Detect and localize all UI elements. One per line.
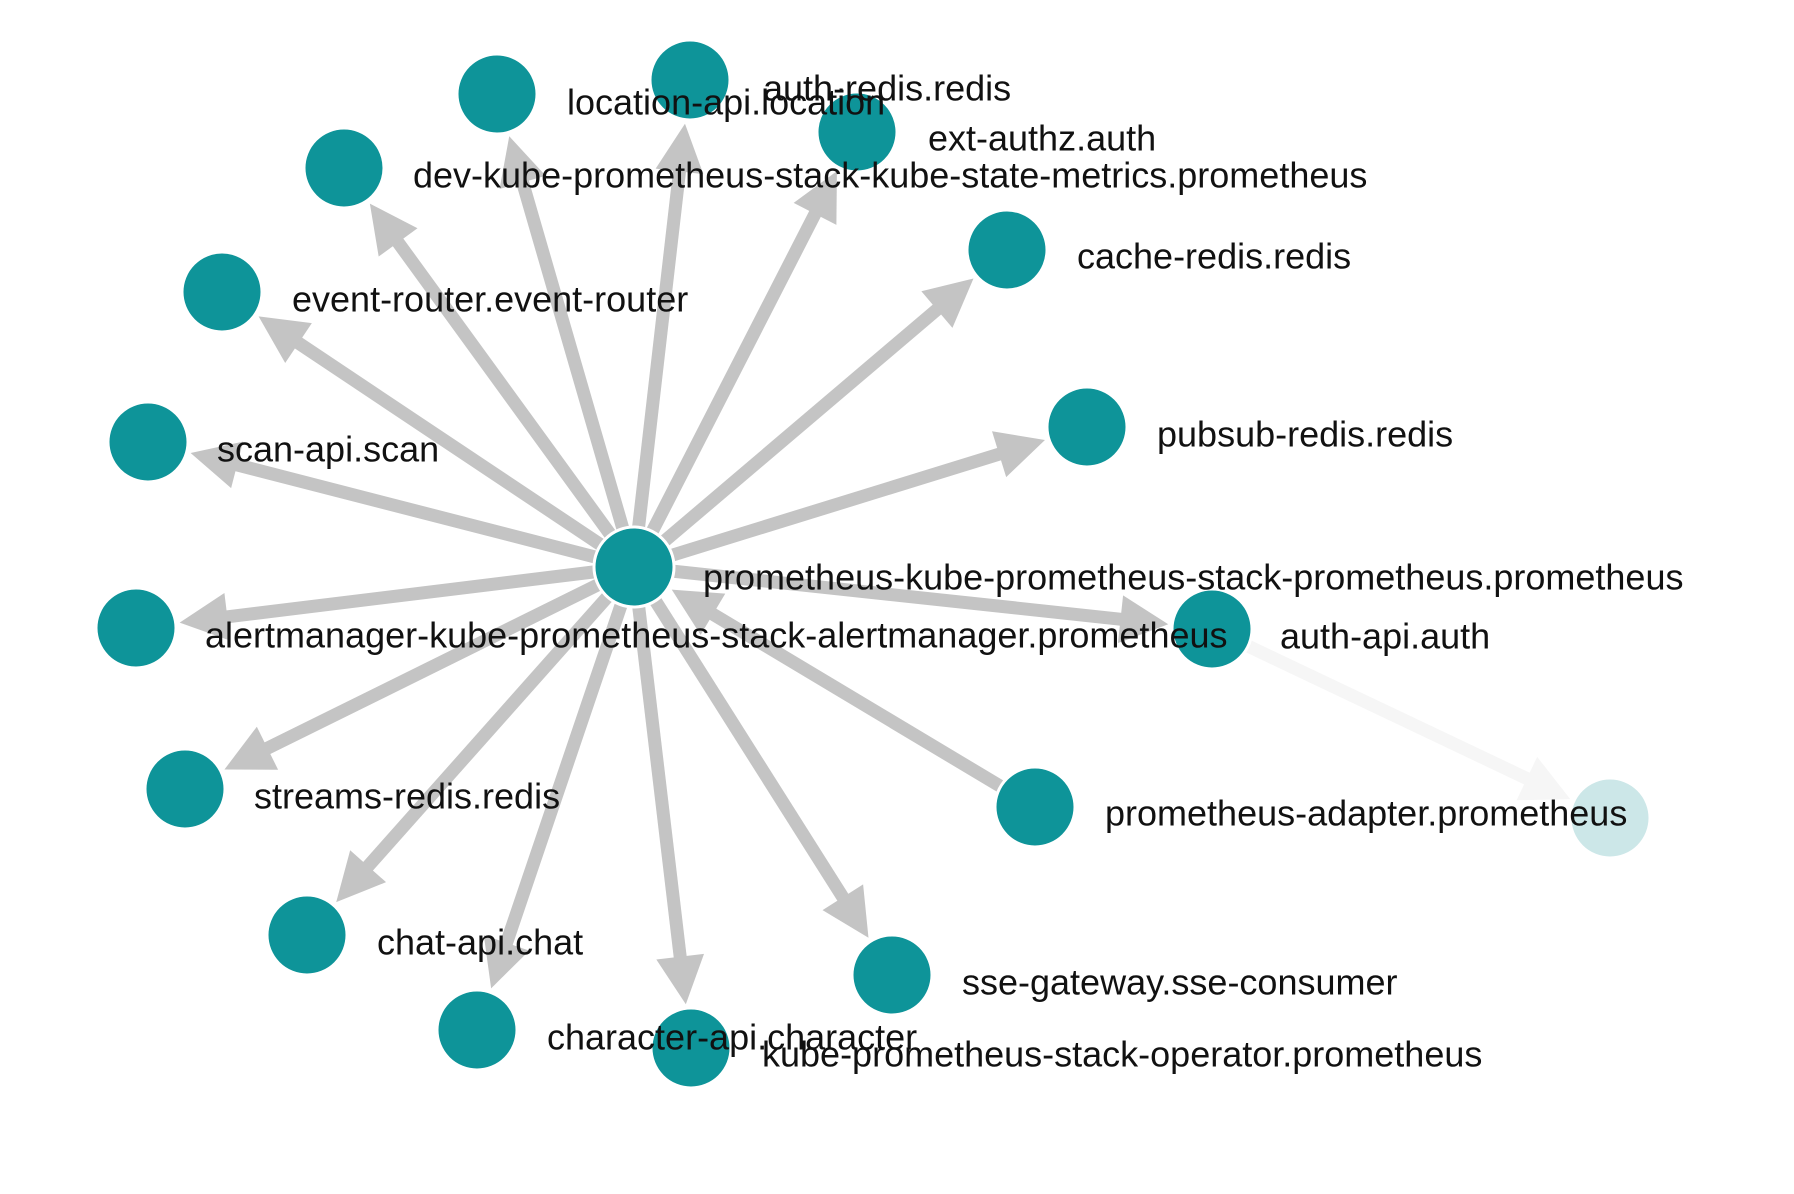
edge-line — [632, 168, 687, 529]
node-label-event-router: event-router.event-router — [292, 279, 688, 320]
node-location-api[interactable] — [455, 52, 539, 136]
edge-line — [361, 592, 613, 873]
node-ext-authz[interactable] — [815, 90, 899, 174]
node-label-chat-api: chat-api.chat — [377, 922, 583, 963]
node-scan-api[interactable] — [106, 400, 190, 484]
edge-line — [660, 303, 943, 547]
node-event-router[interactable] — [180, 250, 264, 334]
edge-line — [262, 578, 602, 755]
edge-hub-to-scan-api — [190, 441, 597, 564]
labels-layer: prometheus-kube-prometheus-stack-prometh… — [205, 68, 1683, 1075]
edge-hub-to-alertmanager — [179, 565, 596, 641]
edge-arrowhead — [655, 123, 704, 175]
node-chat-api[interactable] — [265, 893, 349, 977]
edge-hub-to-auth-redis — [632, 123, 704, 529]
node-label-auth-api: auth-api.auth — [1280, 616, 1490, 657]
edge-hub-to-chat-api — [336, 592, 613, 903]
edge-line — [233, 458, 597, 564]
edge-auth-api-to-prometheus-adapter-target — [1245, 640, 1571, 801]
edge-line — [293, 336, 605, 551]
edge-arrowhead — [1117, 595, 1169, 644]
nodes-layer — [94, 38, 1652, 1090]
edge-line — [649, 597, 850, 903]
node-auth-api[interactable] — [1170, 587, 1254, 671]
edge-hub-to-ext-authz — [646, 171, 837, 535]
edge-line — [707, 607, 1005, 793]
edge-arrowhead — [921, 278, 974, 328]
edge-hub-to-location-api — [499, 136, 630, 531]
node-sse-gateway[interactable] — [850, 933, 934, 1017]
edge-hub-to-auth-api — [673, 564, 1169, 644]
edge-arrowhead — [1516, 756, 1571, 801]
edge-arrowhead — [190, 441, 244, 489]
edge-line — [515, 178, 630, 531]
edge-prometheus-adapter-to-hub — [671, 589, 1005, 793]
edge-arrowhead — [499, 136, 546, 190]
edge-arrowhead — [656, 953, 705, 1005]
node-label-auth-redis: auth-redis.redis — [763, 68, 1011, 109]
node-label-sse-gateway: sse-gateway.sse-consumer — [962, 962, 1398, 1003]
node-label-operator: kube-prometheus-stack-operator.prometheu… — [762, 1034, 1482, 1075]
edge-arrowhead — [822, 884, 869, 938]
edge-arrowhead — [671, 589, 726, 635]
edge-hub-to-event-router — [258, 316, 605, 551]
edges-layer — [179, 123, 1571, 1005]
node-label-kube-state-metrics: dev-kube-prometheus-stack-kube-state-met… — [413, 155, 1367, 196]
edge-arrowhead — [336, 850, 387, 903]
edge-line — [632, 605, 687, 960]
node-label-alertmanager: alertmanager-kube-prometheus-stack-alert… — [205, 615, 1228, 656]
edge-hub-to-cache-redis — [660, 278, 974, 547]
node-label-ext-authz: ext-authz.auth — [928, 118, 1156, 159]
node-label-prometheus-adapter: prometheus-adapter.prometheus — [1105, 793, 1627, 834]
edge-arrowhead — [992, 431, 1045, 478]
node-prometheus-adapter-target[interactable] — [1568, 776, 1652, 860]
edge-arrowhead — [258, 316, 312, 364]
node-operator[interactable] — [649, 1006, 733, 1090]
edge-arrowhead — [793, 171, 837, 225]
node-alertmanager[interactable] — [94, 586, 178, 670]
edge-hub-to-pubsub-redis — [670, 431, 1045, 562]
edge-line — [646, 209, 822, 535]
edge-hub-to-streams-redis — [224, 578, 602, 770]
node-label-cache-redis: cache-redis.redis — [1077, 236, 1351, 277]
edge-hub-to-sse-gateway — [649, 597, 869, 938]
node-auth-redis[interactable] — [648, 38, 732, 122]
edge-hub-to-operator — [632, 605, 705, 1005]
edge-line — [391, 236, 616, 539]
edge-arrowhead — [179, 592, 231, 641]
edge-arrowhead — [483, 935, 530, 989]
node-streams-redis[interactable] — [143, 747, 227, 831]
edge-line — [673, 564, 1124, 626]
node-label-pubsub-redis: pubsub-redis.redis — [1157, 414, 1453, 455]
node-label-location-api: location-api.location — [567, 82, 885, 123]
edge-line — [1245, 640, 1532, 786]
node-cache-redis[interactable] — [965, 208, 1049, 292]
node-hub[interactable] — [592, 525, 676, 609]
edge-hub-to-character-api — [483, 602, 628, 989]
node-character-api[interactable] — [435, 988, 519, 1072]
node-label-hub: prometheus-kube-prometheus-stack-prometh… — [703, 557, 1683, 598]
node-label-streams-redis: streams-redis.redis — [254, 776, 560, 817]
node-pubsub-redis[interactable] — [1045, 385, 1129, 469]
edge-hub-to-kube-state-metrics — [369, 203, 616, 539]
node-label-scan-api: scan-api.scan — [217, 429, 439, 470]
node-label-character-api: character-api.character — [547, 1017, 917, 1058]
node-prometheus-adapter[interactable] — [993, 765, 1077, 849]
edge-line — [224, 565, 596, 624]
edge-arrowhead — [369, 203, 418, 257]
edge-line — [499, 602, 628, 947]
node-kube-state-metrics[interactable] — [302, 126, 386, 210]
edge-line — [670, 447, 1003, 562]
edge-arrowhead — [224, 726, 279, 770]
